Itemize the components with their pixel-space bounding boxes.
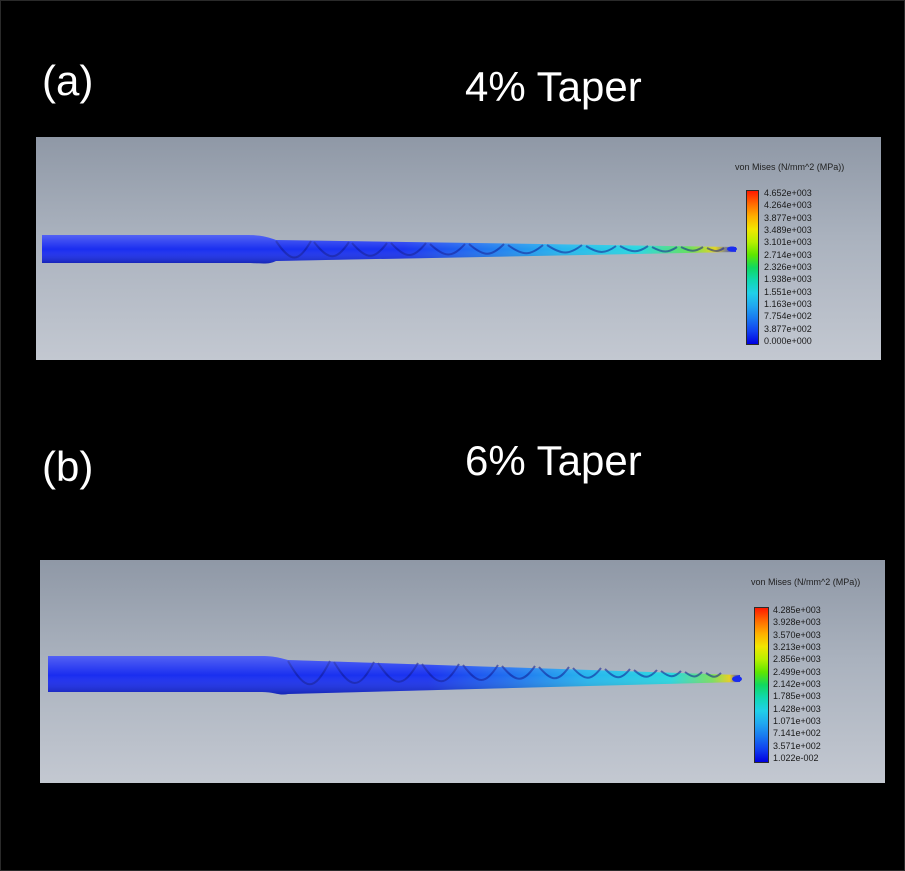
legend-tick-label: 4.285e+003 — [773, 605, 821, 615]
legend-tick-label: 1.163e+003 — [764, 299, 812, 309]
legend-a-colorbar — [746, 190, 759, 345]
legend-tick-label: 3.571e+002 — [773, 740, 821, 751]
legend-tick-label: 3.877e+003 — [764, 212, 812, 223]
legend-tick-label: 1.551e+003 — [764, 286, 812, 297]
legend-a-title: von Mises (N/mm^2 (MPa)) — [735, 162, 845, 172]
legend-tick-label: 1.022e-002 — [773, 753, 819, 763]
legend-tick-label: 3.489e+003 — [764, 225, 812, 235]
file-4-taper — [42, 235, 737, 264]
legend-tick-label: 4.652e+003 — [764, 188, 812, 198]
legend-tick-label: 3.101e+003 — [764, 237, 812, 248]
legend-tick-label: 2.714e+003 — [764, 249, 812, 260]
panel-b-label: (b) — [42, 443, 94, 490]
legend-tick-label: 7.754e+002 — [764, 311, 812, 322]
legend-tick-label: 1.428e+003 — [773, 703, 821, 714]
file-6-taper — [48, 656, 742, 695]
legend-tick-label: 2.499e+003 — [773, 666, 821, 677]
panel-a-title: 4% Taper — [465, 63, 642, 110]
legend-tick-label: 2.326e+003 — [764, 262, 812, 272]
legend-tick-label: 1.071e+003 — [773, 716, 821, 726]
legend-tick-label: 4.264e+003 — [764, 200, 812, 211]
panel-b-title: 6% Taper — [465, 437, 642, 484]
panel-a-label: (a) — [42, 57, 94, 104]
legend-tick-label: 2.856e+003 — [773, 654, 821, 665]
legend-tick-label: 3.570e+003 — [773, 629, 821, 640]
legend-tick-label: 0.000e+000 — [764, 336, 812, 346]
legend-tick-label: 1.938e+003 — [764, 274, 812, 285]
legend-tick-label: 1.785e+003 — [773, 691, 821, 702]
legend-tick-label: 3.877e+002 — [764, 323, 812, 334]
legend-b-colorbar — [754, 607, 769, 763]
panel-a-render: von Mises (N/mm^2 (MPa)) 4.652e+003 4.264… — [36, 137, 881, 360]
legend-tick-label: 7.141e+002 — [773, 728, 821, 739]
legend-b-title: von Mises (N/mm^2 (MPa)) — [751, 577, 861, 587]
legend-tick-label: 3.928e+003 — [773, 617, 821, 628]
legend-tick-label: 2.142e+003 — [773, 679, 821, 689]
panel-b-render: von Mises (N/mm^2 (MPa)) 4.285e+003 3.928… — [40, 560, 885, 783]
legend-tick-label: 3.213e+003 — [773, 642, 821, 652]
